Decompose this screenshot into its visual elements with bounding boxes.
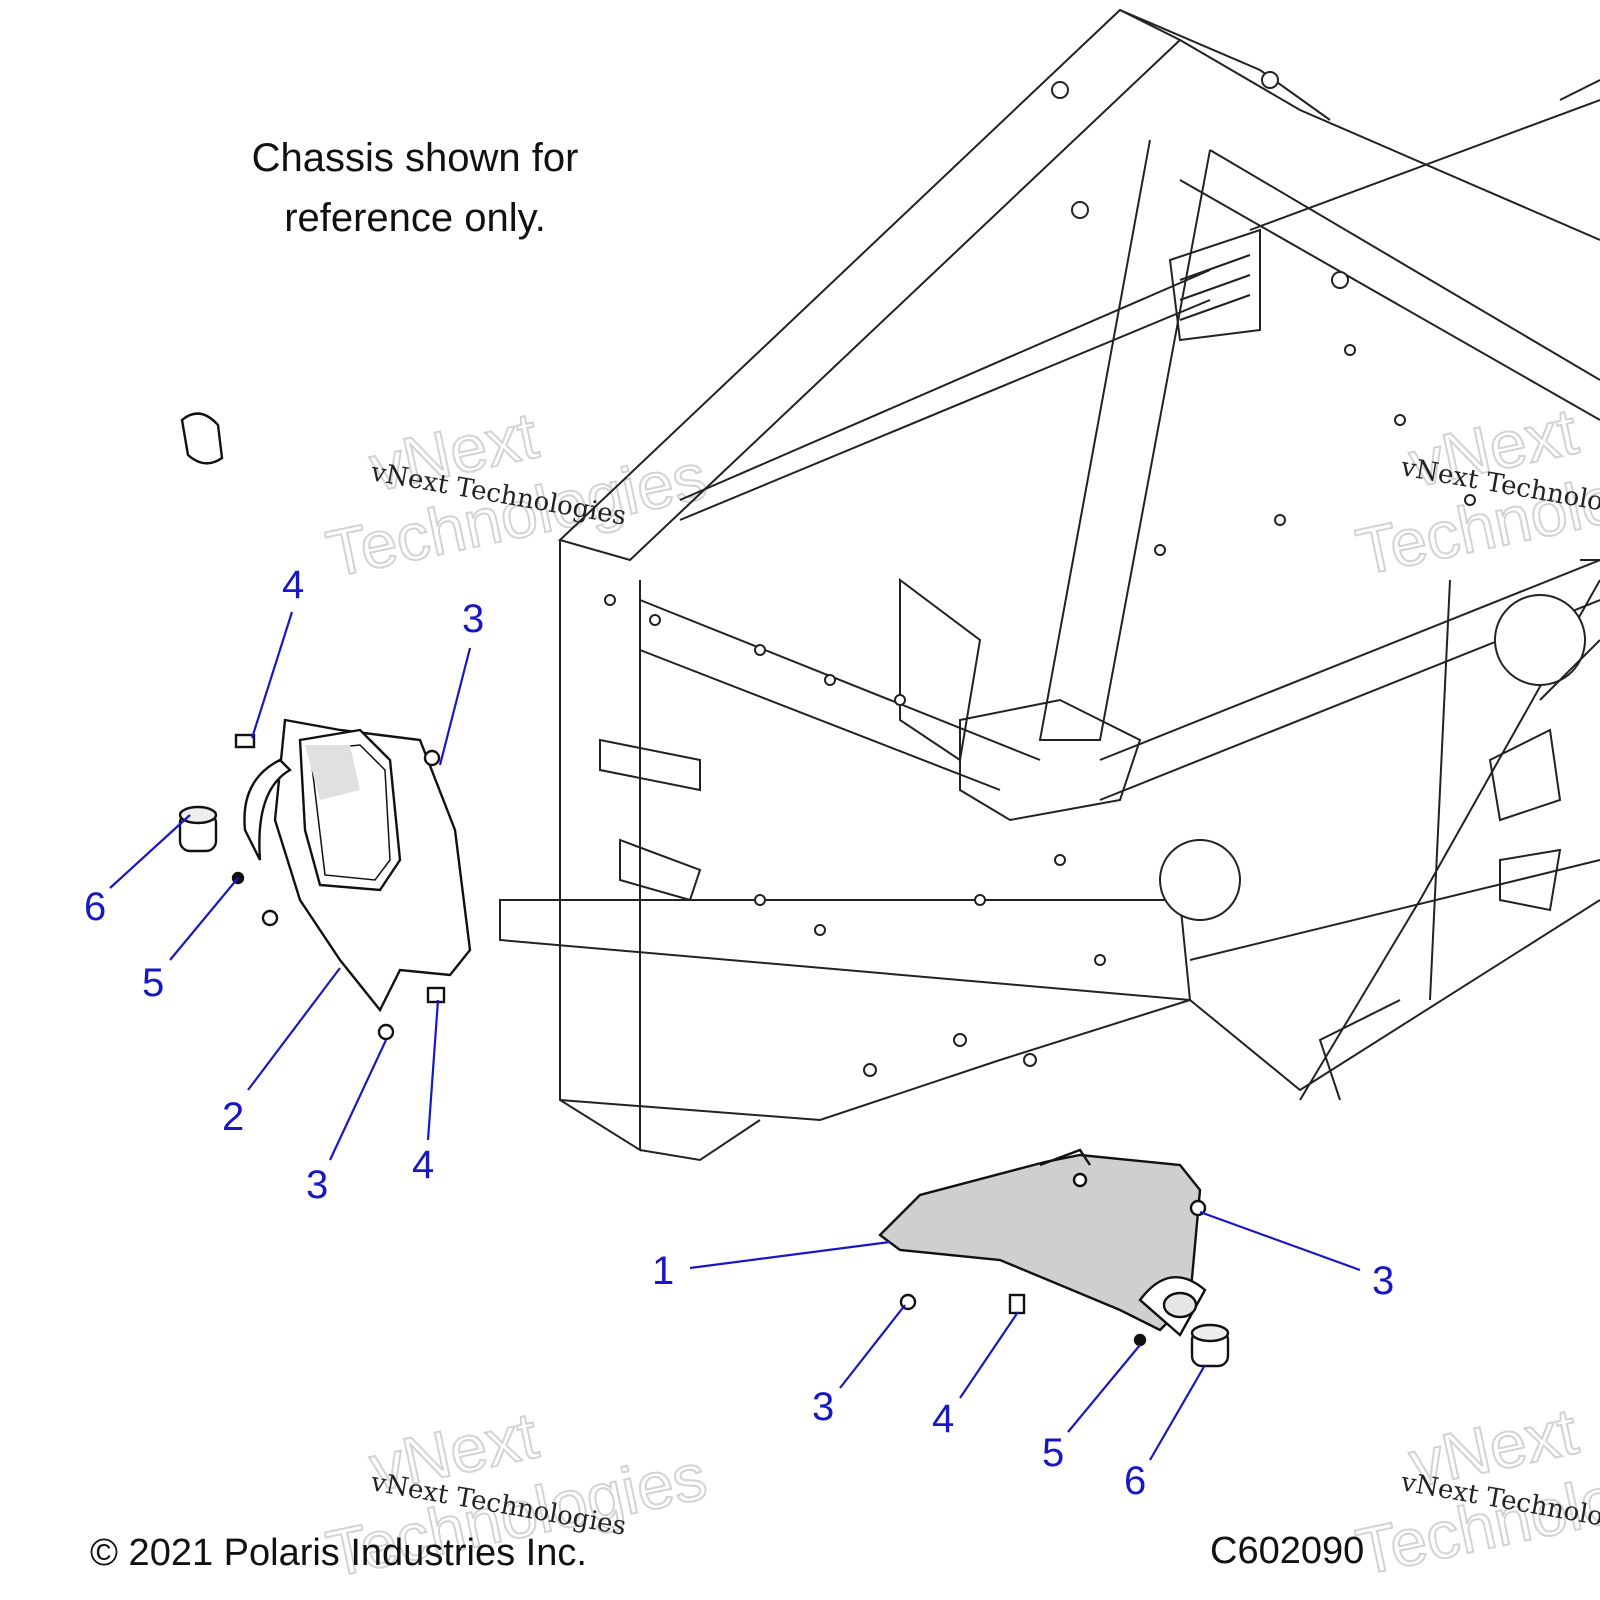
callout-3-right-left: 3 (812, 1385, 834, 1429)
figure-id: C602090 (1210, 1530, 1365, 1572)
callout-3-left-bottom: 3 (306, 1163, 328, 1207)
left-screw-4-bottom (426, 986, 446, 1004)
watermark-top-left: vNext Technologies (319, 397, 713, 592)
callout-5-right: 5 (1042, 1431, 1064, 1475)
callout-1-right: 1 (652, 1249, 674, 1293)
right-screw-4 (1008, 1293, 1026, 1315)
left-duct-assembly (180, 412, 472, 1041)
copyright-text: © 2021 Polaris Industries Inc. (90, 1532, 587, 1574)
callout-6-left: 6 (84, 885, 106, 929)
callout-6-right: 6 (1124, 1459, 1146, 1503)
right-grommet-6 (1190, 1323, 1230, 1368)
callout-4-left-top: 4 (282, 563, 304, 607)
right-duct-assembly (878, 1148, 1230, 1368)
left-grommet-6 (180, 412, 224, 465)
left-rivet-3-bottom (377, 1023, 395, 1041)
reference-note: Chassis shown for reference only. (180, 128, 650, 248)
callout-3-left-top: 3 (462, 597, 484, 641)
callout-2-left: 2 (222, 1095, 244, 1139)
reference-note-line1: Chassis shown for (251, 136, 579, 180)
watermark-bottom-right: vNext Technologies (1349, 1393, 1600, 1590)
callout-4-right: 4 (932, 1397, 954, 1441)
callout-5-left: 5 (142, 961, 164, 1005)
left-leader-lines (109, 611, 472, 1161)
right-leader-lines (689, 1210, 1361, 1461)
left-rivet-3-top (423, 749, 441, 767)
reference-note-line2: reference only. (284, 196, 546, 240)
chassis-frame (499, 8, 1600, 1162)
callout-3-right-top: 3 (1372, 1259, 1394, 1303)
right-clip-5 (1133, 1333, 1147, 1347)
left-screw-4-top (234, 733, 256, 749)
left-grommet-6-shape (178, 805, 218, 853)
callout-4-left-bottom: 4 (412, 1143, 434, 1187)
right-duct-panel (878, 1153, 1202, 1332)
